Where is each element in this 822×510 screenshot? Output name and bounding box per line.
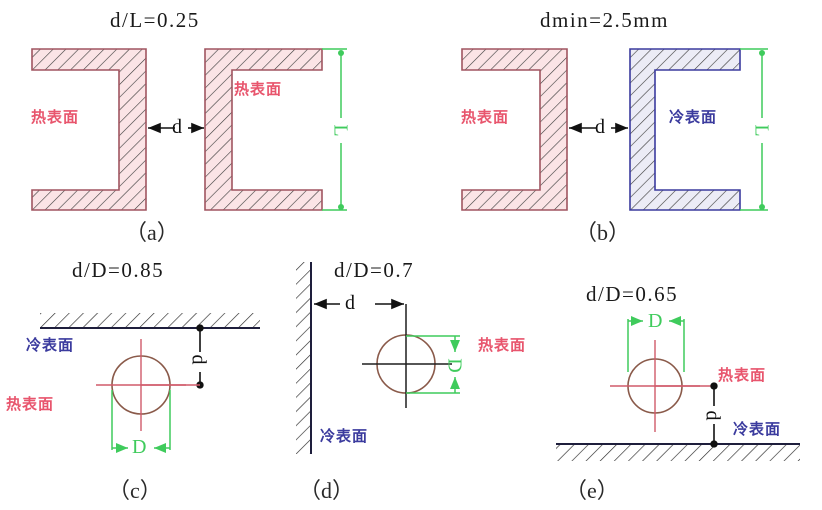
panel-a-left-body (31, 48, 147, 211)
panel-d-wall-hatch (296, 262, 310, 454)
panel-c-d-label: d (187, 354, 210, 365)
panel-b-left-body (461, 48, 568, 211)
panel-a-left-body-label: 热表面 (31, 108, 80, 126)
panel-e-plane-hatch (556, 445, 800, 461)
panel-c-circle-label: 热表面 (6, 395, 55, 413)
panel-e-circle-label: 热表面 (718, 366, 767, 384)
panel-b-right-body (629, 48, 741, 211)
panel-d-plane-label: 冷表面 (320, 427, 369, 445)
panel-a-caption: （a） (125, 220, 179, 245)
panel-b-d-label: d (595, 116, 605, 138)
panel-d-d-label: d (345, 292, 355, 314)
panel-c-plane-label: 冷表面 (26, 336, 75, 354)
panel-b-graphics (461, 48, 768, 211)
panel-a-title: d/L=0.25 (110, 8, 200, 32)
panel-c-caption: （c） (108, 478, 162, 503)
panel-b-caption: （b） (575, 220, 631, 245)
panel-a-graphics (31, 48, 347, 211)
panel-d-caption: （d） (299, 478, 355, 503)
panel-e-caption: （e） (565, 478, 619, 503)
panel-d-title: d/D=0.7 (334, 258, 415, 282)
panel-d-D-label: D (443, 358, 466, 373)
panel-e-d-label: d (701, 410, 724, 421)
panel-a-L-label: L (329, 124, 352, 137)
panel-d-graphics (296, 262, 460, 454)
panel-c-plane-hatch (40, 313, 260, 327)
panel-b-L-label: L (750, 124, 773, 137)
panel-d-circle-label: 热表面 (478, 336, 527, 354)
panel-b-left-body-label: 热表面 (461, 108, 510, 126)
panel-e-title: d/D=0.65 (586, 282, 679, 306)
panel-c-title: d/D=0.85 (72, 258, 165, 282)
panel-b-right-body-label: 冷表面 (669, 108, 718, 126)
panel-a-right-body-label: 热表面 (234, 80, 283, 98)
panel-e-graphics (556, 316, 800, 461)
panel-c-graphics (40, 313, 260, 453)
panel-e-plane-label: 冷表面 (733, 420, 782, 438)
panel-e-D-label: D (648, 310, 663, 332)
panel-b-title: dmin=2.5mm (540, 8, 669, 32)
panel-a-right-body (204, 48, 323, 211)
panel-c-D-label: D (132, 436, 147, 458)
panel-a-d-label: d (172, 116, 182, 138)
